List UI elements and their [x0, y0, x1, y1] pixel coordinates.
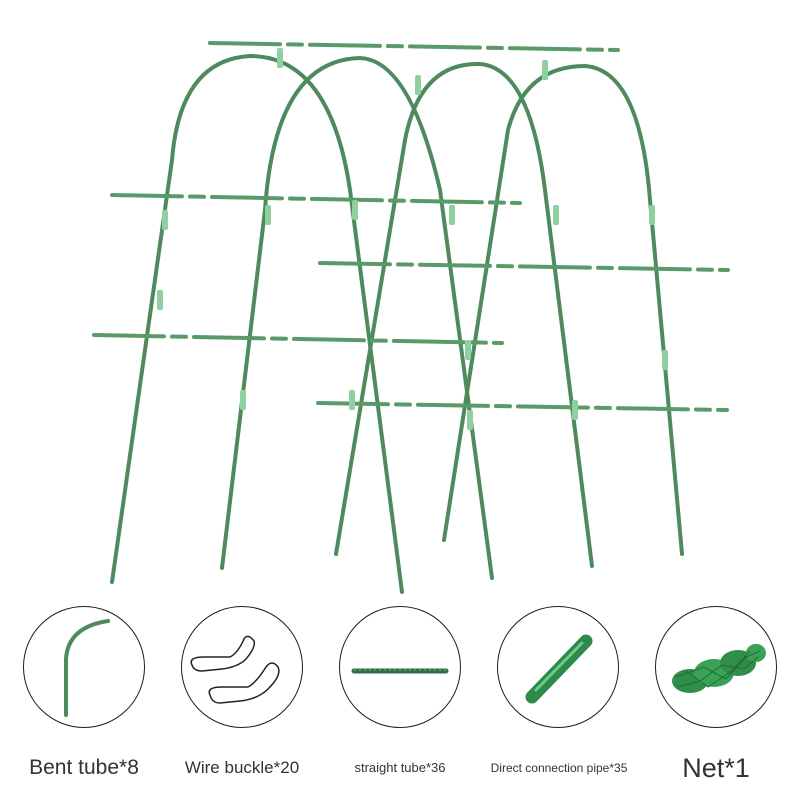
connector-joint-10	[572, 400, 578, 420]
connector-joint-0	[162, 210, 168, 230]
connection-pipe-part	[497, 606, 619, 728]
connector-joint-7	[465, 340, 471, 360]
connector-joint-3	[240, 390, 246, 410]
connector-joint-12	[662, 350, 668, 370]
wire-buckle-part	[181, 606, 303, 728]
connector-joint-6	[449, 205, 455, 225]
horizontal-bar-3	[92, 333, 504, 345]
horizontal-bar-2	[318, 261, 730, 272]
connector-joint-11	[649, 205, 655, 225]
straight-tube-part	[339, 606, 461, 728]
net-icon	[672, 644, 766, 693]
connector-joint-8	[467, 410, 473, 430]
connector-joint-13	[415, 75, 421, 95]
net-part	[655, 606, 777, 728]
connector-joint-1	[157, 290, 163, 310]
connection-pipe-icon	[525, 634, 593, 704]
connector-joint-14	[542, 60, 548, 80]
part-label-bent-tube: Bent tube*8	[29, 756, 139, 779]
bent-tube-hoop-3	[442, 63, 684, 556]
part-label-wire-buckle: Wire buckle*20	[184, 758, 300, 777]
connector-joint-15	[277, 48, 283, 68]
part-label-net: Net*1	[682, 753, 750, 783]
bent-tube-hoop-2	[334, 61, 594, 568]
connector-joint-4	[352, 200, 358, 220]
bent-tube-part	[23, 606, 145, 728]
bent-tube-hoop-1	[220, 55, 494, 580]
wire-buckle-icon	[190, 635, 280, 704]
bent-tube-icon	[64, 619, 110, 717]
horizontal-bar-4	[316, 401, 729, 412]
connector-joint-5	[349, 390, 355, 410]
connector-joint-2	[265, 205, 271, 225]
connector-joint-9	[553, 205, 559, 225]
part-label-straight-tube: straight tube*36	[354, 760, 446, 775]
horizontal-bar-0	[208, 41, 620, 52]
part-label-connection-pipe: Direct connection pipe*35	[490, 761, 628, 775]
horizontal-bar-1	[110, 193, 522, 205]
trellis-assembly-image	[92, 41, 730, 594]
bent-tube-hoop-0	[110, 53, 404, 594]
straight-tube-icon	[351, 668, 449, 674]
